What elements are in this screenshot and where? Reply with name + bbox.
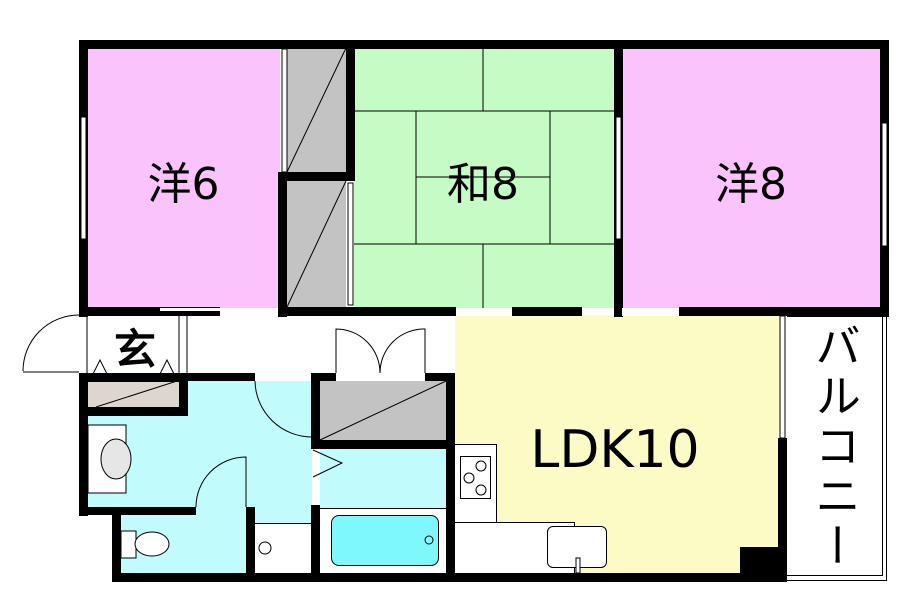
wall-washroom-bottom	[79, 507, 196, 515]
wall-toilet-left	[112, 507, 121, 582]
wall-ldk-left	[446, 373, 455, 581]
wall-corridor-top	[179, 373, 255, 381]
label-western-6: 洋6	[147, 159, 220, 210]
wall-hall-closet-top	[311, 373, 336, 381]
label-japanese-8: 和8	[447, 159, 519, 210]
label-balcony: バルコニー	[808, 322, 862, 572]
wall-w6-closet	[278, 175, 287, 317]
wall-closet-bottom	[278, 307, 456, 316]
wall-hall-closet-top-r	[425, 373, 455, 381]
wall-w6-bottom	[79, 307, 220, 316]
wall-left-lower	[79, 373, 88, 516]
balcony[interactable]	[787, 316, 887, 581]
room-western-6[interactable]	[87, 48, 280, 308]
label-entrance: 玄	[113, 324, 156, 374]
label-western-8: 洋8	[715, 159, 787, 210]
wall-corridor-right	[311, 373, 320, 443]
label-ldk: LDK10	[530, 420, 700, 480]
room-western-8[interactable]	[622, 48, 880, 308]
balcony-inner-rail	[787, 316, 883, 576]
bathtub-icon	[331, 515, 439, 566]
wall-j8-bottom	[512, 307, 582, 316]
wall-closet-bath	[311, 440, 455, 449]
wall-shoe-bottom	[79, 407, 188, 416]
washroom-corridor[interactable]	[187, 381, 312, 526]
wall-w8-bottom	[679, 307, 889, 316]
bathroom-dressing[interactable]	[320, 449, 446, 508]
wall-top	[79, 40, 889, 49]
wall-closet-j8	[346, 40, 355, 181]
wall-entrance-bottom	[79, 373, 188, 381]
wall-shoe-right	[179, 373, 188, 416]
wall-toilet-right	[246, 507, 255, 582]
room-japanese-8[interactable]	[354, 48, 614, 308]
wall-ldk-right	[778, 438, 787, 581]
wall-closet-divider	[278, 172, 354, 181]
wall-corridor-right-lower	[311, 505, 320, 581]
